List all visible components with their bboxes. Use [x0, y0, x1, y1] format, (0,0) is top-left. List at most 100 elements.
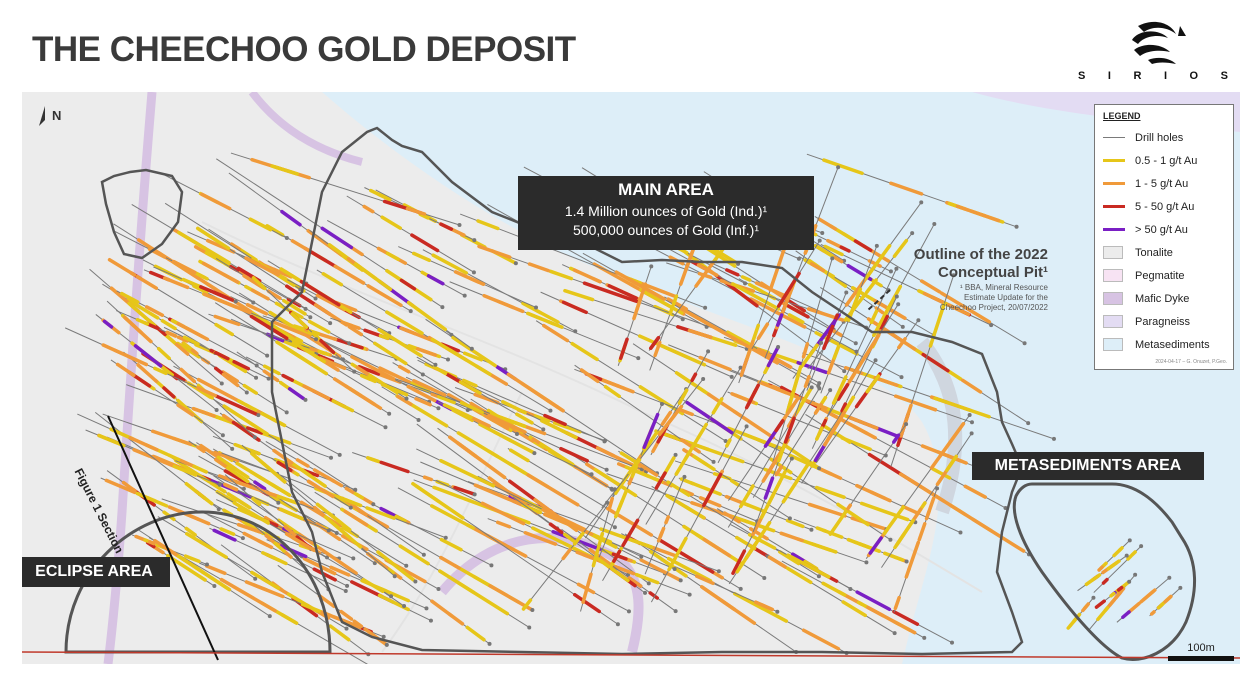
- drill-hole-grade-interval: [706, 392, 743, 418]
- drill-hole-grade-interval: [284, 532, 314, 551]
- drill-hole-grade-interval: [127, 301, 157, 328]
- drill-hole-grade-interval: [153, 539, 178, 557]
- drill-hole-grade-interval: [341, 525, 360, 538]
- drill-hole-grade-interval: [839, 245, 851, 253]
- drill-hole-grade-interval: [543, 512, 594, 536]
- drill-hole-grade-interval: [813, 244, 834, 258]
- drill-hole-end: [230, 446, 235, 451]
- drill-hole-grade-interval: [405, 206, 427, 216]
- pegmatite-swatch: [1103, 269, 1123, 282]
- drill-hole-end: [527, 625, 532, 630]
- drill-hole-end: [404, 563, 409, 568]
- drill-hole-end: [809, 527, 814, 532]
- drill-hole-end: [308, 315, 313, 320]
- drill-hole-grade-interval: [901, 504, 920, 516]
- drill-hole-end: [244, 390, 249, 395]
- mafic-dyke-swatch: [1103, 292, 1123, 305]
- drill-hole-grade-interval: [619, 273, 666, 301]
- drill-hole-end: [445, 357, 450, 362]
- drill-hole-end: [817, 238, 822, 243]
- drill-hole-grade-interval: [689, 481, 722, 496]
- drill-hole-end: [842, 369, 847, 374]
- drill-hole-grade-interval: [439, 555, 461, 570]
- paragneiss-swatch: [1103, 315, 1123, 328]
- pit-label-leader: [867, 289, 891, 311]
- drill-hole-grade-interval: [185, 532, 228, 559]
- drill-hole-grade-interval: [865, 374, 881, 394]
- drill-hole-grade-interval: [385, 557, 416, 582]
- drill-hole-grade-interval: [1150, 610, 1156, 616]
- drill-hole-grade-interval: [202, 292, 239, 309]
- drill-hole-grade-interval: [468, 276, 486, 286]
- drill-hole-grade-interval: [290, 239, 311, 253]
- drill-hole-grade-interval: [213, 350, 230, 361]
- drill-hole-end: [337, 452, 342, 457]
- drill-hole-grade-interval: [801, 628, 841, 651]
- drill-hole-grade-interval: [818, 467, 843, 480]
- north-arrow-icon: [39, 106, 45, 126]
- drill-hole-end: [352, 369, 357, 374]
- drill-hole-end: [678, 578, 683, 583]
- drill-hole-grade-interval: [307, 319, 331, 334]
- drill-hole-grade-interval: [737, 336, 749, 345]
- drill-hole-grade-interval: [176, 322, 210, 342]
- drill-hole-grade-interval: [398, 544, 430, 566]
- drill-hole-grade-interval: [856, 600, 869, 609]
- drill-hole-end: [723, 439, 728, 444]
- drill-hole-end: [266, 376, 271, 381]
- drill-hole-grade-interval: [639, 558, 683, 582]
- drill-hole-grade-interval: [204, 564, 227, 576]
- drill-hole-grade-interval: [1101, 577, 1109, 585]
- drill-hole-grade-interval: [397, 364, 411, 374]
- drill-hole-grade-interval: [147, 540, 156, 546]
- drill-hole-grade-interval: [817, 217, 838, 231]
- drill-hole-grade-interval: [249, 314, 289, 341]
- drill-hole-grade-interval: [394, 514, 407, 523]
- drill-hole-grade-interval: [281, 373, 294, 382]
- drill-hole-grade-interval: [963, 484, 987, 499]
- drill-hole-end: [919, 200, 924, 205]
- drill-hole-end: [345, 583, 350, 588]
- drill-hole-grade-interval: [731, 549, 747, 575]
- drill-hole-end: [935, 486, 940, 491]
- drill-hole-grade-interval: [1121, 610, 1131, 619]
- drill-hole-grade-interval: [799, 343, 819, 369]
- drill-hole-grade-interval: [746, 520, 772, 557]
- main-area-inferred: 500,000 ounces of Gold (Inf.)¹: [573, 222, 759, 238]
- drill-hole-end: [219, 381, 224, 386]
- drill-hole-grade-interval: [162, 386, 176, 399]
- drill-hole-grade-interval: [607, 496, 614, 512]
- drill-hole-trace: [601, 378, 704, 509]
- drill-hole-grade-interval: [229, 264, 240, 273]
- drill-hole-grade-interval: [870, 319, 897, 338]
- drill-hole-grade-interval: [667, 536, 688, 572]
- drill-hole-grade-interval: [199, 285, 213, 293]
- drill-hole-grade-interval: [542, 323, 570, 343]
- drill-hole-grade-interval: [864, 333, 881, 358]
- drill-hole-grade-interval: [863, 244, 892, 281]
- drill-hole-grade-interval: [515, 412, 534, 425]
- drill-hole-grade-interval: [248, 217, 273, 232]
- drill-hole-grade-interval: [317, 546, 358, 575]
- drill-hole-grade-interval: [823, 244, 844, 257]
- drill-hole-end: [1014, 224, 1019, 229]
- grade-medium-line-icon: [1103, 182, 1125, 185]
- drill-hole-grade-interval: [581, 572, 593, 604]
- drill-hole-grade-interval: [366, 284, 403, 308]
- metasediments-area-label: METASEDIMENTS AREA: [972, 452, 1204, 480]
- drill-hole-grade-interval: [832, 344, 841, 360]
- drill-hole-end: [241, 486, 246, 491]
- drill-hole-grade-interval: [266, 289, 282, 300]
- drill-hole-grade-interval: [201, 261, 240, 284]
- drill-hole-grade-interval: [380, 215, 402, 230]
- drill-hole-end: [313, 296, 318, 301]
- drill-hole-grade-interval: [722, 511, 741, 524]
- drill-hole-grade-interval: [1117, 546, 1124, 553]
- drill-hole-grade-interval: [144, 305, 165, 317]
- drill-hole-grade-interval: [694, 574, 715, 586]
- drill-hole-grade-interval: [784, 271, 801, 296]
- drill-hole-grade-interval: [325, 475, 336, 483]
- drill-hole-grade-interval: [765, 494, 775, 509]
- north-label: N: [52, 108, 62, 123]
